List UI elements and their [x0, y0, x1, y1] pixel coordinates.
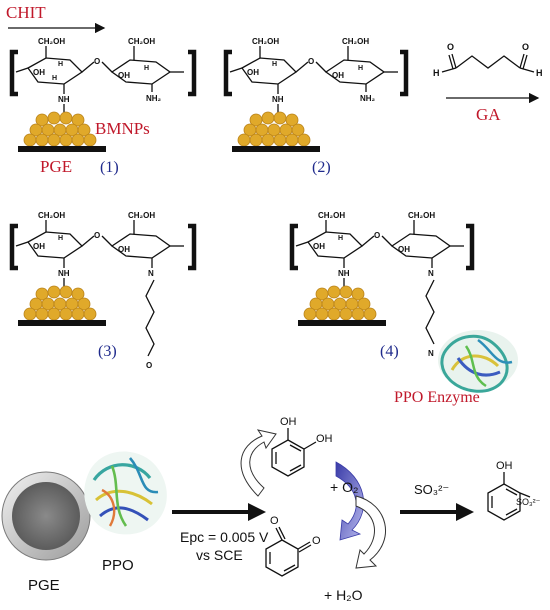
chitosan-structure-1: CH₂OH OH H H NH O CH₂OH OH H NH₂	[9, 37, 197, 114]
ppo-bottom-image	[84, 451, 167, 535]
pge-electrode-2	[232, 146, 320, 152]
oh-label: OH	[247, 68, 259, 77]
h-label: H	[272, 61, 277, 68]
ppo-enzyme-label: PPO Enzyme	[394, 389, 480, 406]
bmnps-cluster-3	[23, 285, 97, 321]
catechol-structure: OH OH	[271, 416, 333, 477]
step-1-label: (1)	[100, 159, 119, 176]
ch2oh-label: CH₂OH	[318, 211, 345, 220]
bmnps-label: BMNPs	[95, 119, 150, 138]
pge-bottom-label: PGE	[28, 577, 60, 594]
oh-label: OH	[496, 460, 513, 472]
n-label: N	[428, 349, 434, 358]
curved-arrow-right	[355, 495, 386, 569]
nh-label: NH	[338, 269, 350, 278]
oh-label: OH	[398, 245, 410, 254]
step-4-label: (4)	[380, 343, 399, 360]
so3-reagent-label: SO₃²⁻	[414, 482, 449, 497]
o-label: O	[522, 42, 529, 52]
quinone-structure: O O	[265, 515, 321, 577]
oh-label: OH	[316, 433, 333, 445]
sulfonated-product-structure: OH SO₃²⁻	[487, 460, 541, 521]
oh-label: OH	[118, 71, 130, 80]
nh-label: NH	[58, 95, 70, 104]
step-2-label: (2)	[312, 159, 331, 176]
plus-o2-label: + O₂	[330, 479, 358, 495]
h-label: H	[144, 65, 149, 72]
pge-electrode-1	[18, 146, 106, 152]
o-label: O	[146, 361, 152, 370]
h-label: H	[58, 235, 63, 242]
ppo-enzyme-image	[438, 330, 518, 393]
bmnps-cluster-2	[237, 111, 311, 147]
chitosan-structure-3: CH₂OH OH H NH O CH₂OH OH N O	[9, 211, 197, 370]
ch2oh-label: CH₂OH	[128, 37, 155, 46]
so3-product-label: SO₃²⁻	[516, 497, 541, 507]
n-label: N	[428, 269, 434, 278]
nh-label: NH	[272, 95, 284, 104]
n-label: N	[148, 269, 154, 278]
pge-label: PGE	[40, 157, 72, 176]
o-label: O	[447, 42, 454, 52]
nh2-label: NH₂	[360, 94, 376, 103]
ch2oh-label: CH₂OH	[128, 211, 155, 220]
step-3-label: (3)	[98, 343, 117, 360]
o-label: O	[270, 515, 279, 527]
oh-label: OH	[118, 245, 130, 254]
h-label: H	[52, 75, 57, 82]
oh-label: OH	[33, 68, 45, 77]
oh-label: OH	[33, 242, 45, 251]
ppo-bottom-label: PPO	[102, 557, 134, 574]
o-label: O	[94, 231, 100, 240]
bmnps-cluster-4	[303, 285, 377, 321]
bmnps-cluster-1	[23, 111, 97, 147]
nh2-label: NH₂	[146, 94, 162, 103]
o-label: O	[308, 57, 314, 66]
chitosan-structure-2: CH₂OH OH H NH O CH₂OH OH H NH₂	[223, 37, 409, 114]
ga-label: GA	[476, 105, 501, 124]
reaction-arrowhead-1	[248, 503, 266, 521]
ch2oh-label: CH₂OH	[408, 211, 435, 220]
ch2oh-label: CH₂OH	[38, 37, 65, 46]
nh-label: NH	[58, 269, 70, 278]
o-label: O	[312, 535, 321, 547]
pge-electrode-disc	[1, 471, 91, 561]
ch2oh-label: CH₂OH	[342, 37, 369, 46]
h-label: H	[58, 61, 63, 68]
h-label: H	[536, 68, 543, 78]
curved-arrow-left	[240, 429, 277, 497]
ch2oh-label: CH₂OH	[38, 211, 65, 220]
chit-label: CHIT	[6, 3, 46, 22]
epc-label-line1: Epc = 0.005 V	[180, 529, 269, 545]
h-label: H	[433, 68, 440, 78]
o-label: O	[94, 57, 100, 66]
oh-label: OH	[313, 242, 325, 251]
h-label: H	[338, 235, 343, 242]
reaction-arrowhead-2	[456, 503, 474, 521]
plus-h2o-label: + H₂O	[324, 587, 363, 603]
curved-arrow-purple	[335, 461, 365, 541]
pge-electrode-4	[298, 320, 386, 326]
glutaraldehyde-structure: O H O H	[433, 42, 543, 78]
epc-label-line2: vs SCE	[196, 547, 243, 563]
oh-label: OH	[280, 416, 297, 428]
ch2oh-label: CH₂OH	[252, 37, 279, 46]
oh-label: OH	[332, 71, 344, 80]
o-label: O	[374, 231, 380, 240]
h-label: H	[358, 65, 363, 72]
pge-electrode-3	[18, 320, 106, 326]
chitosan-structure-4: CH₂OH OH H NH O CH₂OH OH N N	[289, 211, 475, 358]
